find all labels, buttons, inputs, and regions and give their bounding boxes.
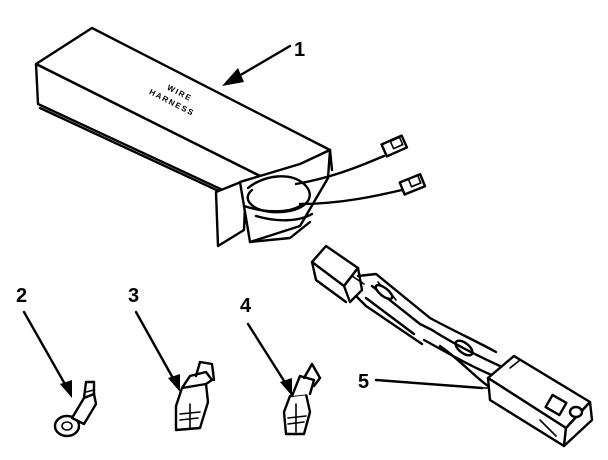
callout-number-3: 3 — [128, 285, 139, 307]
spade-terminal — [282, 362, 322, 436]
callout-number-2: 2 — [16, 285, 27, 307]
callout-3: 3 — [128, 285, 180, 392]
callout-2: 2 — [16, 285, 72, 398]
callout-1: 1 — [222, 39, 305, 86]
connector-harness — [310, 244, 594, 448]
ring-terminal — [53, 380, 98, 438]
connector-left-plug — [310, 244, 365, 304]
callout-number-1: 1 — [294, 39, 305, 61]
connector-right-block — [486, 354, 594, 448]
wire-harness-lower-plug — [398, 172, 427, 196]
flag-terminal — [174, 360, 216, 432]
callout-number-5: 5 — [358, 371, 369, 393]
arrowhead-4 — [280, 378, 292, 396]
wire-harness-upper-plug — [380, 134, 409, 158]
wire-harness-box: WIRE HARNESS — [34, 26, 427, 248]
callout-4: 4 — [240, 295, 292, 396]
arrowhead-2 — [60, 380, 72, 398]
callout-5: 5 — [358, 371, 489, 393]
callout-number-4: 4 — [240, 295, 252, 317]
arrowhead-3 — [168, 374, 180, 392]
arrowhead-1 — [222, 68, 244, 86]
